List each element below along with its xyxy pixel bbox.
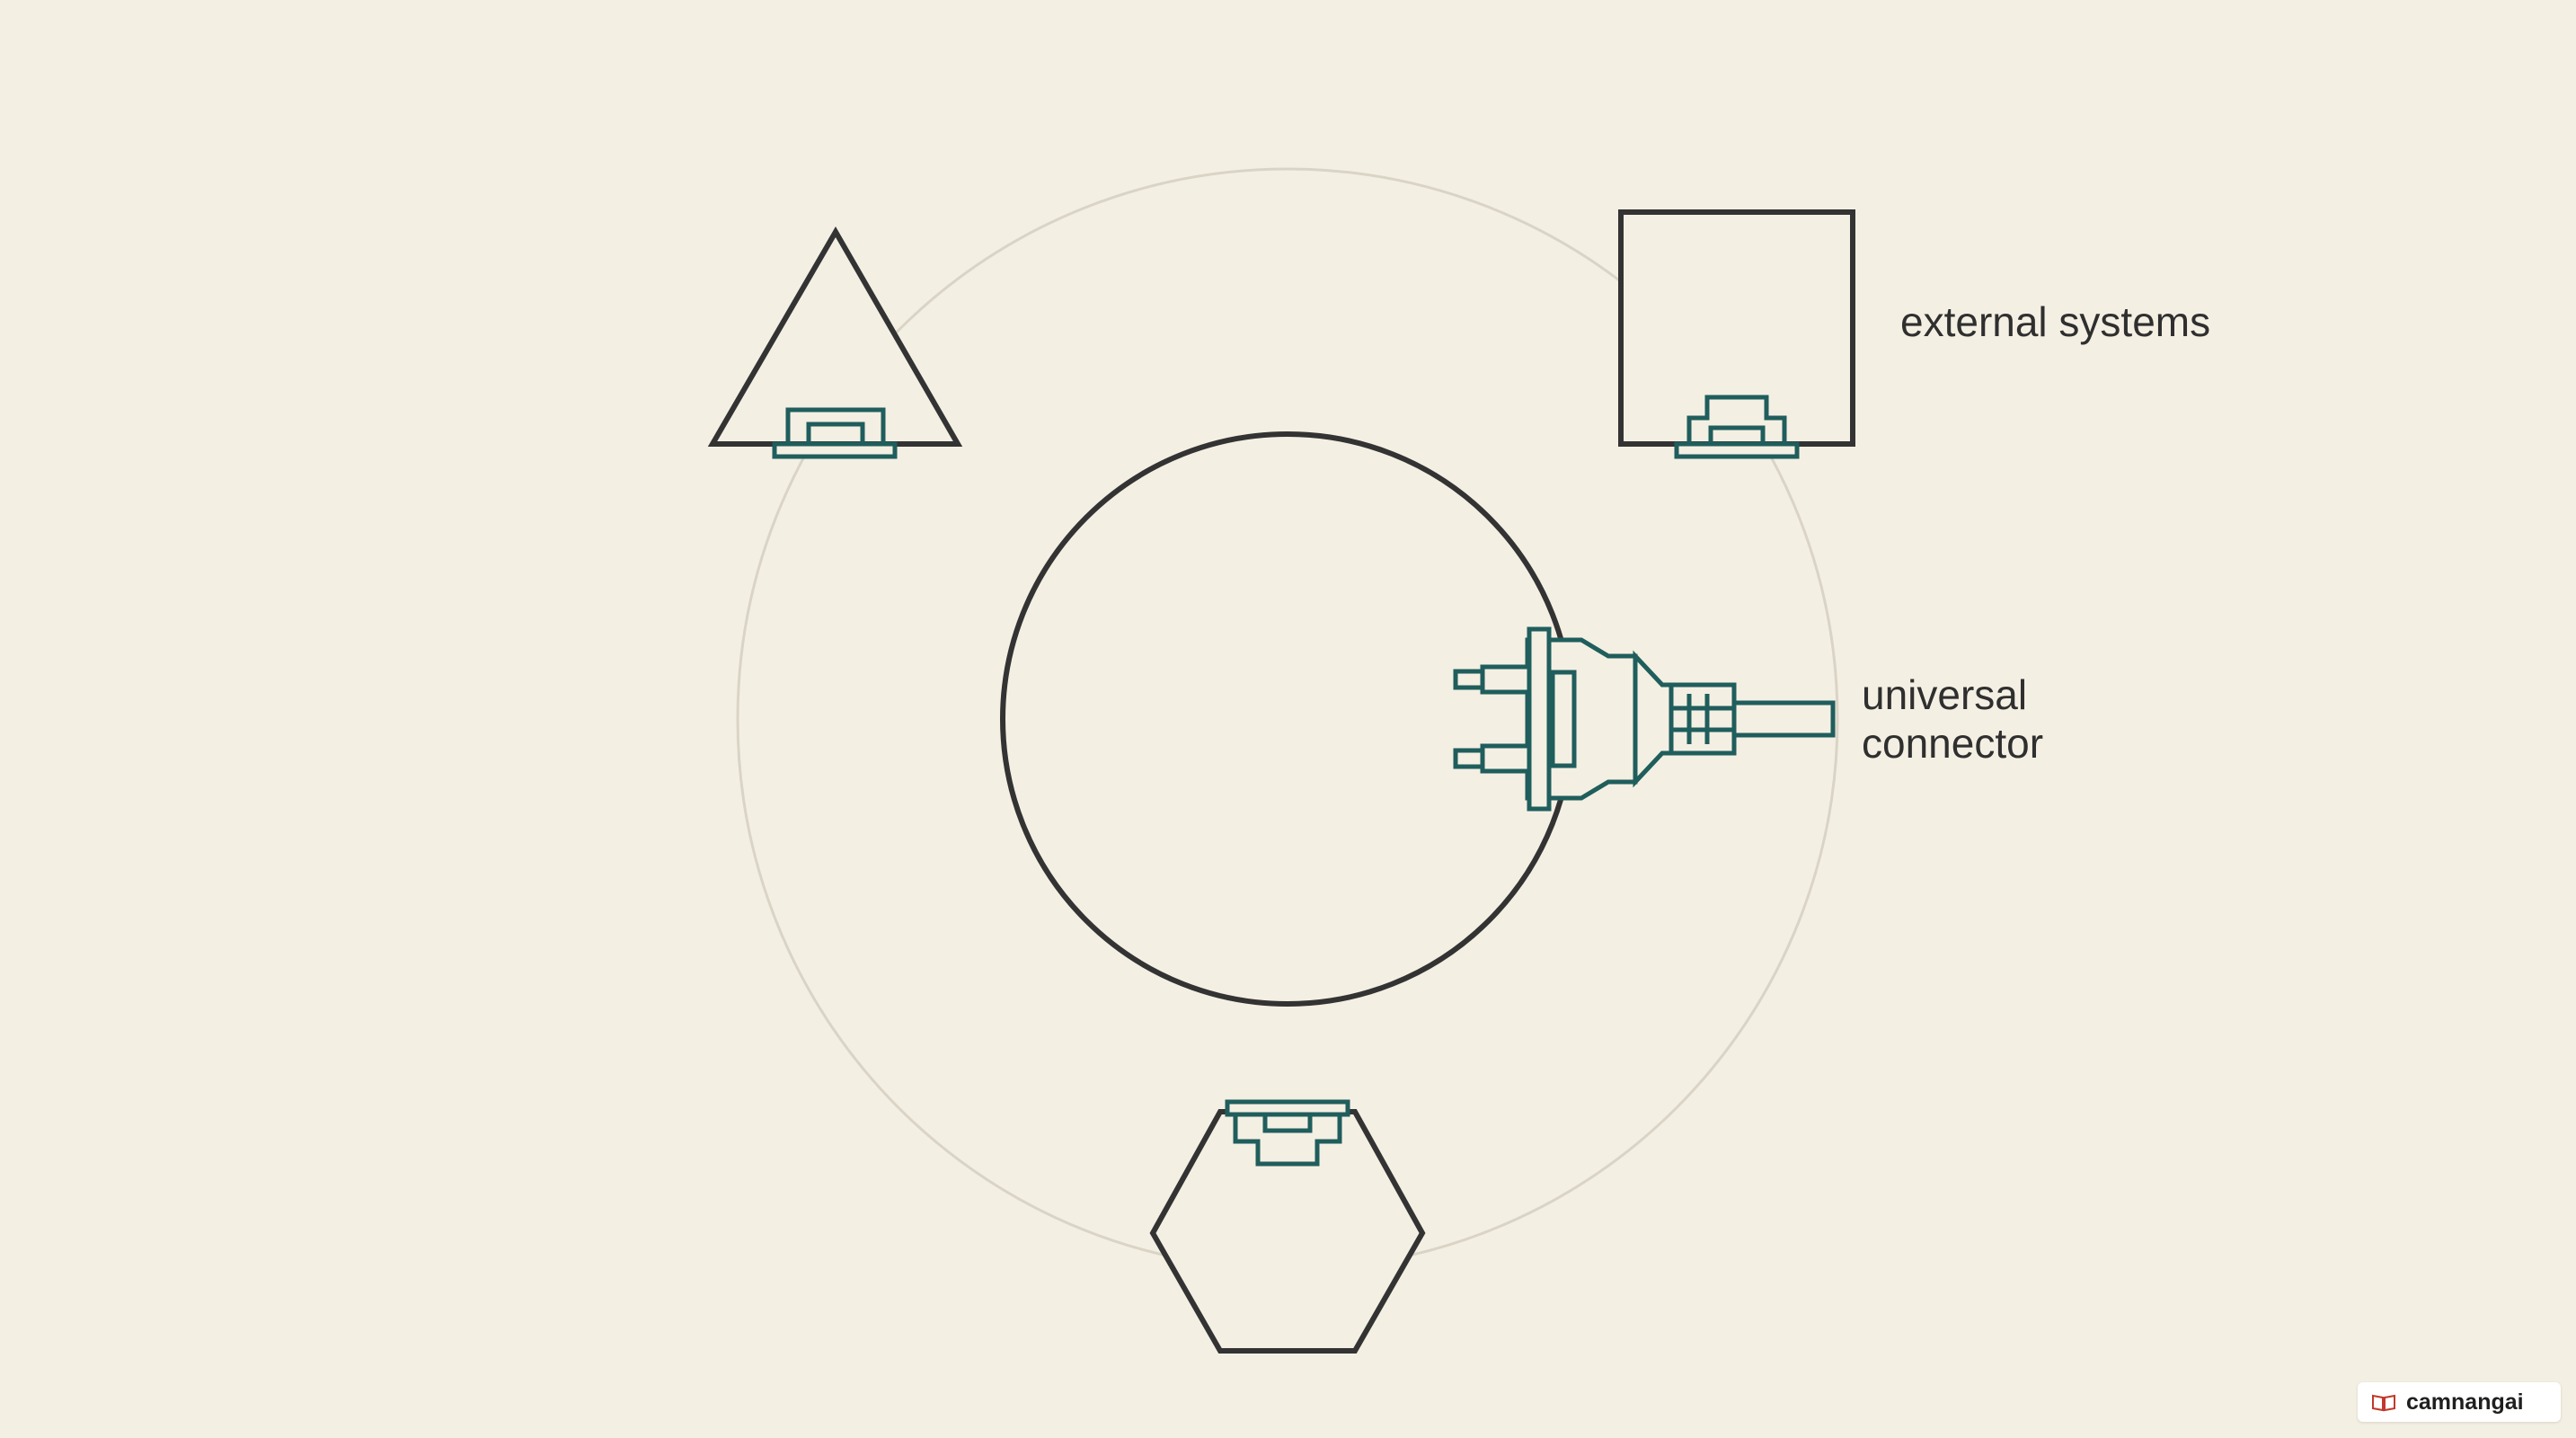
- port-icon: [772, 407, 898, 459]
- port-icon: [1674, 395, 1800, 459]
- port-icon: [1225, 1099, 1350, 1167]
- watermark-badge: camnangai: [2358, 1382, 2561, 1422]
- square-system: [1618, 209, 1855, 459]
- hexagon-system: [1149, 1099, 1426, 1354]
- triangle-system: [707, 226, 963, 459]
- plug-icon: [1453, 626, 1836, 812]
- universal-connector-label-line2: connector: [1862, 720, 2043, 767]
- book-icon: [2370, 1389, 2397, 1416]
- external-systems-label: external systems: [1900, 298, 2210, 345]
- watermark-text: camnangai: [2406, 1389, 2524, 1415]
- universal-connector-label-line1: universal: [1862, 671, 2027, 718]
- core-circle: [1000, 431, 1575, 1007]
